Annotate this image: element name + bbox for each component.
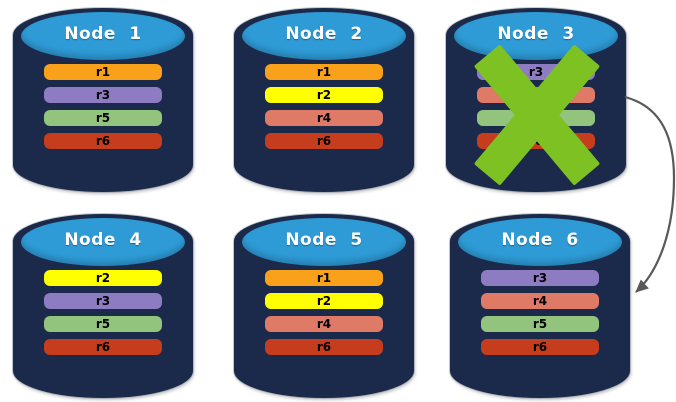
replica-bar-r4: r4 bbox=[481, 293, 599, 309]
cylinder-top bbox=[21, 12, 185, 60]
replica-bar-r6: r6 bbox=[265, 339, 383, 355]
cylinder-top bbox=[242, 218, 406, 266]
replica-bar-list: r2 r3 r5 r6 bbox=[44, 270, 162, 355]
node-title: Node 2 bbox=[285, 24, 363, 44]
replica-bar-list: r3 r4 r5 r6 bbox=[481, 270, 599, 355]
replica-bar-r4: r4 bbox=[265, 110, 383, 126]
replica-bar-r6: r6 bbox=[44, 133, 162, 149]
replica-bar-list: r3 r4 r5 r6 bbox=[477, 64, 595, 149]
arrow-curve bbox=[624, 95, 676, 293]
replica-bar-r6: r6 bbox=[44, 339, 162, 355]
cylinder-top bbox=[242, 12, 406, 60]
node-title: Node 3 bbox=[497, 24, 575, 44]
node-1: Node 1 r1 r3 r5 r6 bbox=[13, 8, 193, 192]
replica-bar-r6: r6 bbox=[265, 133, 383, 149]
replica-bar-r6: r6 bbox=[477, 133, 595, 149]
replica-bar-list: r1 r3 r5 r6 bbox=[44, 64, 162, 149]
replica-bar-r1: r1 bbox=[265, 270, 383, 286]
replica-bar-r5: r5 bbox=[481, 316, 599, 332]
replica-bar-r6: r6 bbox=[481, 339, 599, 355]
replica-bar-list: r1 r2 r4 r6 bbox=[265, 64, 383, 149]
replica-bar-r2: r2 bbox=[265, 293, 383, 309]
node-4: Node 4 r2 r3 r5 r6 bbox=[13, 214, 193, 398]
replica-bar-r3: r3 bbox=[481, 270, 599, 286]
cylinder-top bbox=[458, 218, 622, 266]
node-title: Node 4 bbox=[64, 230, 142, 250]
replica-bar-r1: r1 bbox=[44, 64, 162, 80]
replica-bar-r5: r5 bbox=[44, 316, 162, 332]
replica-bar-r3: r3 bbox=[44, 293, 162, 309]
replica-bar-r3: r3 bbox=[477, 64, 595, 80]
replica-bar-r2: r2 bbox=[44, 270, 162, 286]
node-5: Node 5 r1 r2 r4 r6 bbox=[234, 214, 414, 398]
replica-bar-list: r1 r2 r4 r6 bbox=[265, 270, 383, 355]
replica-bar-r5: r5 bbox=[44, 110, 162, 126]
replica-bar-r3: r3 bbox=[44, 87, 162, 103]
replica-bar-r4: r4 bbox=[477, 87, 595, 103]
node-2: Node 2 r1 r2 r4 r6 bbox=[234, 8, 414, 192]
node-title: Node 1 bbox=[64, 24, 142, 44]
node-title: Node 6 bbox=[501, 230, 579, 250]
replica-bar-r1: r1 bbox=[265, 64, 383, 80]
node-title: Node 5 bbox=[285, 230, 363, 250]
replica-bar-r4: r4 bbox=[265, 316, 383, 332]
replica-bar-r2: r2 bbox=[265, 87, 383, 103]
node-3: Node 3 r3 r4 r5 r6 bbox=[446, 8, 626, 192]
node-6: Node 6 r3 r4 r5 r6 bbox=[450, 214, 630, 398]
cylinder-top bbox=[21, 218, 185, 266]
replica-bar-r5: r5 bbox=[477, 110, 595, 126]
